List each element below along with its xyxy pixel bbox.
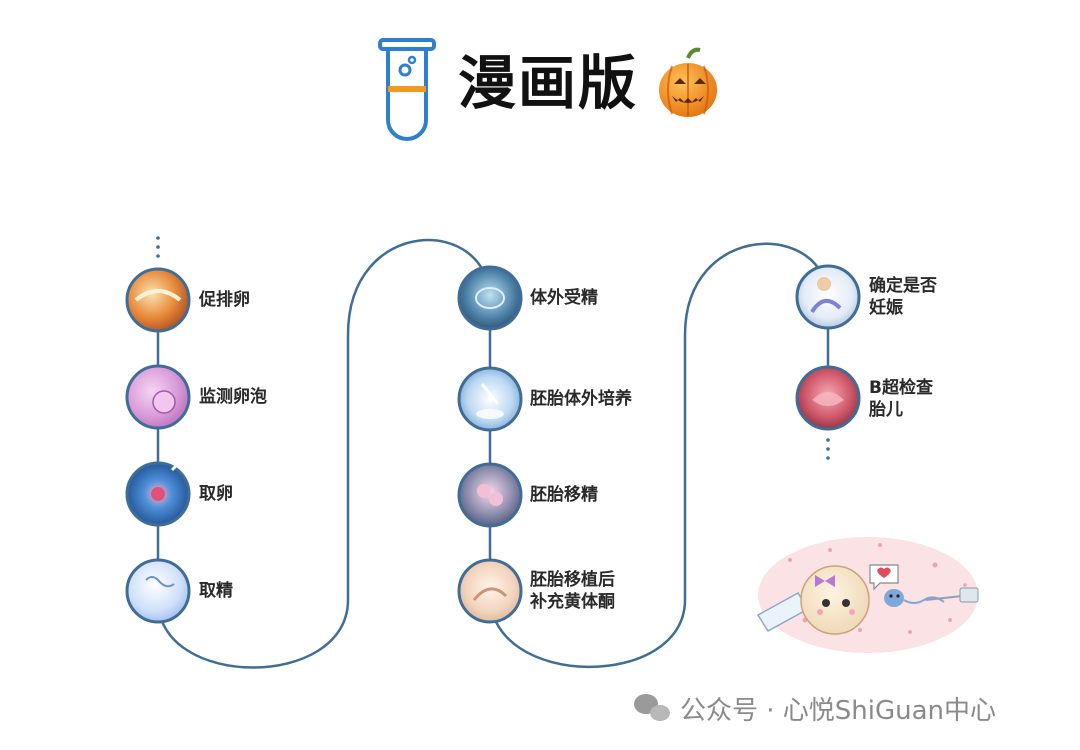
fertilization-illustration-icon [457,265,523,331]
test-tube-icon [378,38,436,141]
egg-retrieval-illustration-icon [125,450,192,527]
step-label-embryo-culture: 胚胎体外培养 [530,389,632,409]
ultrasound-illustration-icon [795,365,861,431]
doctor-illustration-icon [795,264,861,330]
pumpkin-icon [659,47,717,117]
step-label-line1: 胚胎移植后 [530,570,615,590]
step-label-line1: 确定是否 [869,276,937,296]
step-label-line2: 妊娠 [869,298,903,318]
follicle-illustration-icon [125,364,191,430]
sperm-egg-cartoon-illustration [756,537,979,653]
ovary-illustration-icon [125,267,191,333]
step-label-sperm-collection: 取精 [199,581,233,601]
watermark-text: 公众号 · 心悦ShiGuan中心 [680,696,997,726]
wechat-icon [634,694,670,721]
continuation-dots-icon [156,236,830,460]
step-label-line1: B超检查 [869,378,933,398]
progesterone-illustration-icon [457,558,523,624]
step-label-line2: 补充黄体酮 [530,592,615,612]
step-label-confirm-pregnancy: 确定是否 妊娠 [869,275,937,319]
step-label-follicle-monitoring: 监测卵泡 [199,387,267,407]
step-label-in-vitro-fertilization: 体外受精 [530,288,598,308]
embryo-culture-illustration-icon [457,366,523,432]
step-label-ultrasound: B超检查 胎儿 [869,377,933,421]
step-label-embryo-transfer: 胚胎移精 [530,485,598,505]
step-label-line2: 胎儿 [869,400,903,420]
step-label-progesterone: 胚胎移植后 补充黄体酮 [530,569,615,613]
step-label-egg-retrieval: 取卵 [199,484,233,504]
step-label-ovulation-induction: 促排卵 [199,290,250,310]
page-title: 漫画版 [458,49,639,117]
embryo-transfer-illustration-icon [457,462,523,528]
sperm-collection-illustration-icon [125,558,191,624]
